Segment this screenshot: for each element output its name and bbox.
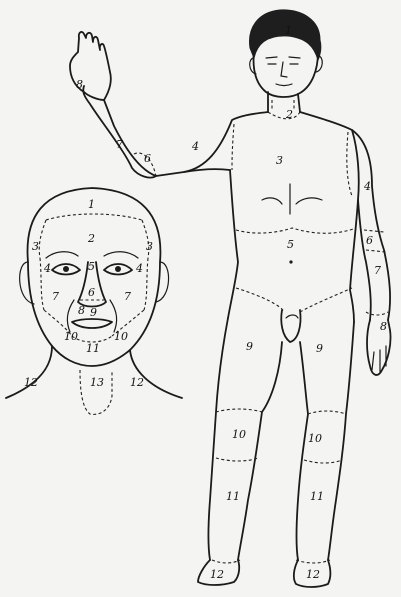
label-face-cheek-right: 7 <box>124 290 131 303</box>
zone-neck-lower <box>268 112 300 119</box>
label-face-nose-tip: 6 <box>88 286 95 299</box>
face-head-outline <box>28 188 161 366</box>
label-body-chest: 3 <box>276 154 283 167</box>
body-navel <box>289 260 292 263</box>
label-face-scalp: 1 <box>88 198 95 211</box>
zone-abdomen-thigh <box>236 288 352 312</box>
face-brows <box>46 252 138 258</box>
label-face-eye-left: 4 <box>43 262 51 275</box>
label-face-chin: 11 <box>86 342 100 355</box>
label-face-jaw-left: 10 <box>64 330 78 343</box>
body-left-arm-inner <box>358 200 371 320</box>
body-right-leg <box>209 318 229 560</box>
body-brows <box>266 57 300 58</box>
label-body-thigh-left: 9 <box>316 342 323 355</box>
label-face-forehead: 2 <box>87 232 95 245</box>
label-body-shin-right: 11 <box>226 490 240 503</box>
label-face-nose: 5 <box>88 260 95 273</box>
label-body-knee-right: 10 <box>232 428 246 441</box>
label-body-neck: 2 <box>285 108 293 121</box>
zone-chest-abdomen <box>236 228 356 233</box>
body-torso-left <box>350 130 359 322</box>
label-body-foot-left: 12 <box>306 568 320 581</box>
body-right-leg-inner <box>238 342 282 560</box>
label-face-neck-front: 13 <box>90 376 104 389</box>
label-body-abdomen: 5 <box>287 238 294 251</box>
label-body-head: 1 <box>285 24 292 37</box>
label-face-eye-right: 4 <box>135 262 143 275</box>
label-body-upper-arm-left: 4 <box>363 180 371 193</box>
label-body-forearm-left: 7 <box>374 264 381 277</box>
label-face-neck-side-left: 12 <box>24 376 38 389</box>
zone-shoulder-right <box>232 124 234 170</box>
body-mouth <box>276 84 292 86</box>
label-body-elbow-raised: 6 <box>144 152 151 165</box>
label-body-elbow-left: 6 <box>366 234 373 247</box>
label-face-upper-lip: 9 <box>90 306 97 319</box>
label-face-neck-side-right: 12 <box>130 376 144 389</box>
label-face-jaw-right: 10 <box>114 330 128 343</box>
zone-ankles <box>212 560 330 563</box>
body-head-outline <box>254 50 319 97</box>
body-genitals-detail <box>286 315 298 318</box>
body-torso-right <box>228 170 238 318</box>
face-mouth <box>72 319 112 328</box>
face-pupil-left <box>63 266 69 272</box>
label-body-thigh-right: 9 <box>246 340 253 353</box>
body-pectorals <box>262 198 322 204</box>
label-body-hand-raised: 8 <box>76 78 83 91</box>
label-face-nostril: 8 <box>78 304 85 317</box>
zone-shoulder-left <box>347 132 352 196</box>
label-body-hand-left: 8 <box>380 320 387 333</box>
zone-wrist-left <box>366 312 388 315</box>
label-face-temple-right: 3 <box>146 240 153 253</box>
body-nose <box>281 62 287 77</box>
label-body-forearm-raised: 7 <box>116 138 123 151</box>
face-zone-scalp <box>46 214 142 220</box>
label-body-upper-arm-right: 4 <box>191 140 199 153</box>
label-body-foot-right: 12 <box>210 568 224 581</box>
label-body-knee-left: 10 <box>308 432 322 445</box>
label-face-cheek-left: 7 <box>52 290 59 303</box>
body-left-leg <box>328 322 354 560</box>
face-pupil-right <box>115 266 121 272</box>
body-left-leg-inner <box>297 342 309 560</box>
label-face-temple-left: 3 <box>32 240 39 253</box>
label-body-shin-left: 11 <box>310 490 324 503</box>
body-raised-arm-outline <box>104 100 352 176</box>
